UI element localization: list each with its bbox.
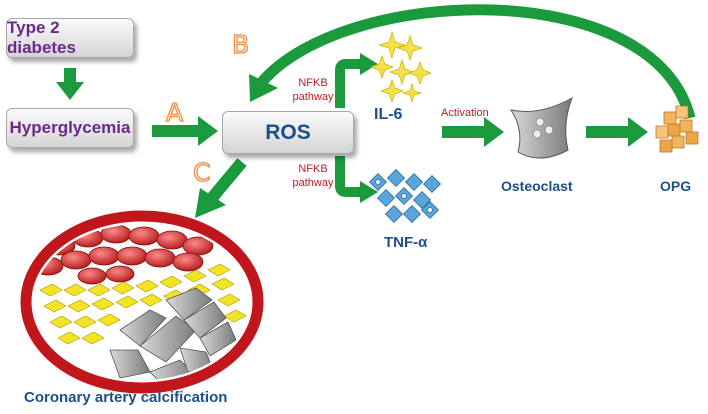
nfkb-top-line1: NFKB xyxy=(298,77,328,89)
calcified-plaque xyxy=(109,287,237,380)
il6-label: IL-6 xyxy=(374,106,403,123)
coronary-calcification-label: Coronary artery calcification xyxy=(24,389,228,406)
letter-c: C xyxy=(192,157,211,187)
nfkb-pathway-bottom: NFKB pathway xyxy=(290,162,336,190)
hyperglycemia-label: Hyperglycemia xyxy=(9,118,131,137)
artery-cross-section-icon xyxy=(20,210,264,394)
hyperglycemia-node: Hyperglycemia xyxy=(6,108,134,148)
arrow-ros-to-tnf xyxy=(335,156,378,203)
letter-b: B xyxy=(231,29,250,59)
nfkb-pathway-top: NFKB pathway xyxy=(290,76,336,104)
arrow-c xyxy=(195,158,247,218)
type2-diabetes-label: Type 2 diabetes xyxy=(7,18,76,57)
opg-label: OPG xyxy=(660,178,692,194)
protein-cluster-icon xyxy=(368,168,442,224)
nfkb-top-line2: pathway xyxy=(292,91,334,103)
osteoclast-cell-icon xyxy=(509,96,573,159)
arrow-activation xyxy=(442,117,504,147)
osteoclast-label: Osteoclast xyxy=(501,178,573,194)
arrow-ros-to-il6 xyxy=(335,53,378,108)
feedback-arrow-b xyxy=(249,4,696,120)
letter-a: A xyxy=(165,97,184,127)
cube-stack-icon xyxy=(655,105,699,153)
star-cluster-icon xyxy=(370,30,432,104)
tnf-alpha-label: TNF-α xyxy=(384,234,428,251)
nfkb-bottom-line2: pathway xyxy=(292,177,334,189)
type2-diabetes-node: Type 2 diabetes xyxy=(6,18,134,58)
ros-node: ROS xyxy=(222,111,354,154)
nfkb-bottom-line1: NFKB xyxy=(298,163,328,175)
ros-label: ROS xyxy=(265,120,311,144)
arrow-diabetes-to-hyperglycemia xyxy=(56,68,84,100)
activation-label: Activation xyxy=(441,107,489,119)
arrow-a xyxy=(152,116,218,146)
arrow-osteoclast-to-opg xyxy=(586,117,648,147)
